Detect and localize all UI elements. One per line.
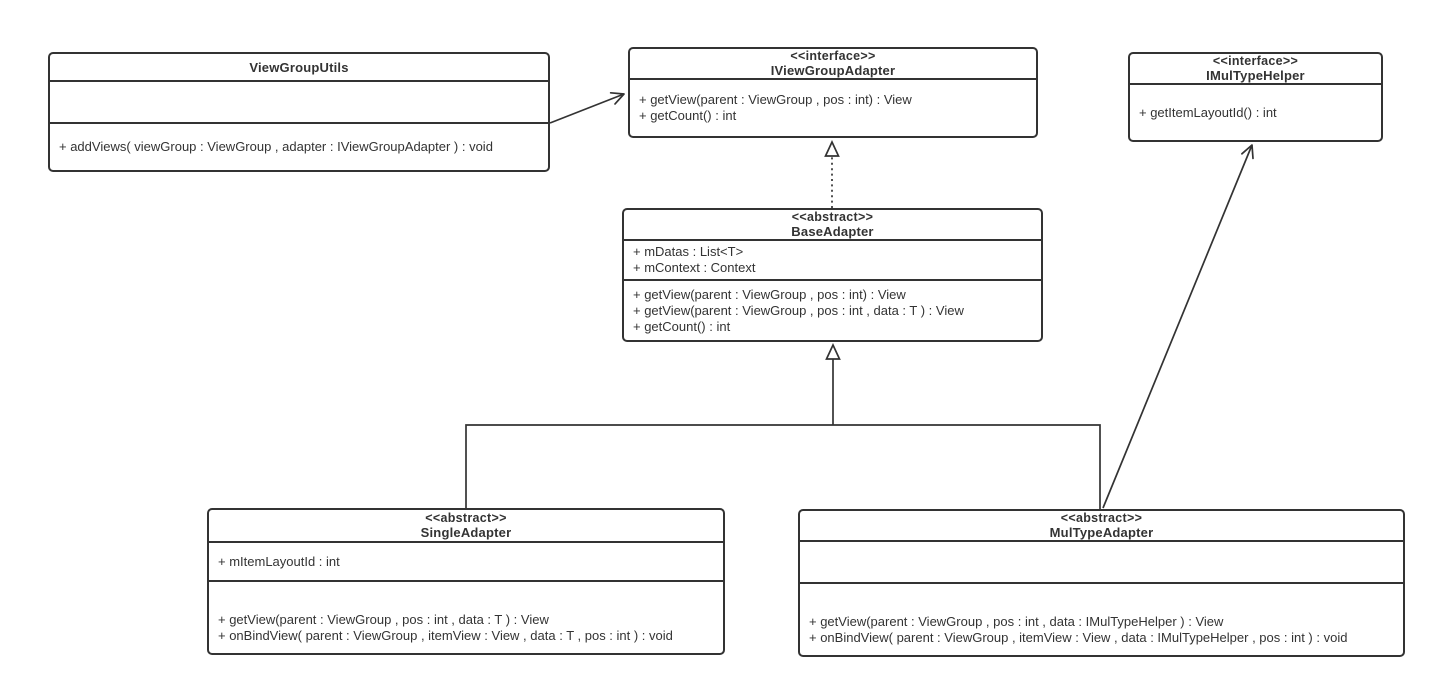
class-methods: + getView(parent : ViewGroup , pos : int…: [624, 279, 1041, 340]
method-line: + getView(parent : ViewGroup , pos : int…: [633, 286, 906, 302]
method-line: + getCount() : int: [633, 318, 731, 334]
method-line: + getItemLayoutId() : int: [1139, 104, 1277, 120]
class-box-multypeadapter: <<abstract>> MulTypeAdapter + getView(pa…: [798, 509, 1405, 657]
class-name: IMulTypeHelper: [1206, 68, 1305, 83]
class-box-viewgrouputils: ViewGroupUtils + addViews( viewGroup : V…: [48, 52, 550, 172]
attribute-line: + mDatas : List<T>: [633, 244, 744, 259]
class-stereotype: <<abstract>>: [791, 210, 874, 224]
class-box-singleadapter: <<abstract>> SingleAdapter + mItemLayout…: [207, 508, 725, 655]
class-name: MulTypeAdapter: [1049, 525, 1154, 540]
association-multypeadapter-to-imultypehelper: [1102, 144, 1254, 509]
method-line: + getView(parent : ViewGroup , pos : int…: [218, 612, 549, 627]
class-title: <<abstract>> SingleAdapter: [209, 510, 723, 541]
class-name: BaseAdapter: [791, 224, 874, 239]
method-line: + onBindView( parent : ViewGroup , itemV…: [218, 628, 673, 643]
class-box-imultypehelper: <<interface>> IMulTypeHelper + getItemLa…: [1128, 52, 1383, 142]
method-line: + addViews( viewGroup : ViewGroup , adap…: [59, 139, 493, 154]
class-attributes-empty: [800, 540, 1403, 582]
class-stereotype: <<abstract>>: [425, 511, 507, 525]
class-box-baseadapter: <<abstract>> BaseAdapter + mDatas : List…: [622, 208, 1043, 342]
class-title: ViewGroupUtils: [50, 54, 548, 80]
attribute-line: + mItemLayoutId : int: [218, 553, 340, 569]
class-title: <<interface>> IViewGroupAdapter: [630, 49, 1036, 78]
class-stereotype: <<interface>>: [1212, 54, 1299, 68]
class-attributes: + mItemLayoutId : int: [209, 541, 723, 580]
method-line: + onBindView( parent : ViewGroup , itemV…: [809, 630, 1348, 645]
generalization-branch-lines: [465, 424, 1101, 509]
class-stereotype: <<interface>>: [790, 49, 876, 63]
class-methods: + getView(parent : ViewGroup , pos : int…: [800, 582, 1403, 655]
method-line: + getView(parent : ViewGroup , pos : int…: [809, 614, 1224, 629]
class-name: ViewGroupUtils: [249, 59, 349, 75]
class-methods: + addViews( viewGroup : ViewGroup , adap…: [50, 122, 548, 170]
class-title: <<abstract>> BaseAdapter: [624, 210, 1041, 239]
method-line: + getView(parent : ViewGroup , pos : int…: [639, 92, 912, 107]
class-title: <<abstract>> MulTypeAdapter: [800, 511, 1403, 540]
method-line: + getCount() : int: [639, 108, 737, 123]
class-attributes-empty: [50, 80, 548, 122]
class-name: IViewGroupAdapter: [770, 63, 896, 78]
class-methods: + getItemLayoutId() : int: [1130, 83, 1381, 140]
attribute-line: + mContext : Context: [633, 260, 756, 275]
class-box-iviewgroupadapter: <<interface>> IViewGroupAdapter + getVie…: [628, 47, 1038, 138]
class-methods: + getView(parent : ViewGroup , pos : int…: [209, 580, 723, 653]
class-name: SingleAdapter: [420, 525, 512, 540]
class-stereotype: <<abstract>>: [1060, 511, 1143, 525]
class-title: <<interface>> IMulTypeHelper: [1130, 54, 1381, 83]
method-line: + getView(parent : ViewGroup , pos : int…: [633, 302, 964, 318]
association-viewgrouputils-to-iviewgroupadapter: [549, 91, 625, 124]
class-methods: + getView(parent : ViewGroup , pos : int…: [630, 78, 1036, 136]
class-attributes: + mDatas : List<T> + mContext : Context: [624, 239, 1041, 279]
